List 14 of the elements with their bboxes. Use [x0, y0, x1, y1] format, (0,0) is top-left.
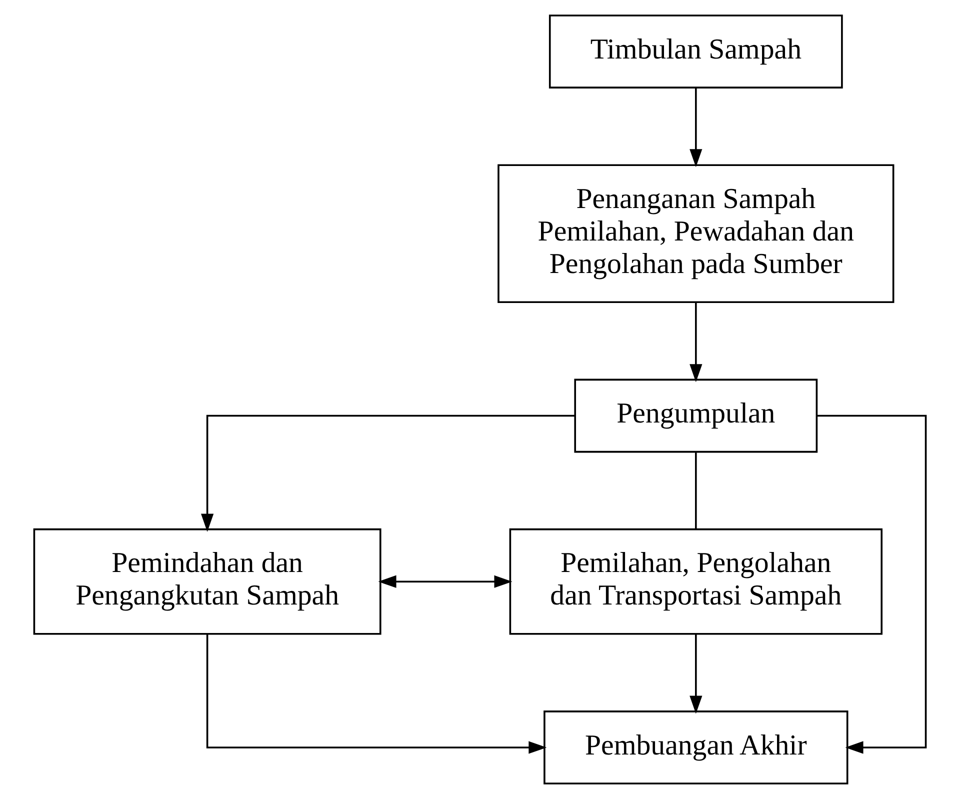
arrow: [206, 634, 547, 754]
node-box: Pembuangan Akhir: [544, 710, 848, 784]
node-box: Timbulan Sampah: [548, 14, 843, 88]
arrow: [816, 414, 927, 754]
node-box: Penanganan Sampah Pemilahan, Pewadahan dan Pengolahan pada Sumber: [498, 164, 894, 304]
arrow: [200, 414, 574, 532]
arrow: [690, 634, 702, 714]
arrow: [690, 88, 702, 168]
arrow: [378, 575, 512, 588]
node-box: Pemindahan dan Pengangkutan Sampah: [33, 528, 382, 635]
node-box: Pemilahan, Pengolahan dan Transportasi Sampah: [509, 528, 883, 635]
connector: [695, 452, 697, 530]
node-box: Pengumpulan: [574, 378, 818, 453]
arrow: [690, 302, 702, 382]
